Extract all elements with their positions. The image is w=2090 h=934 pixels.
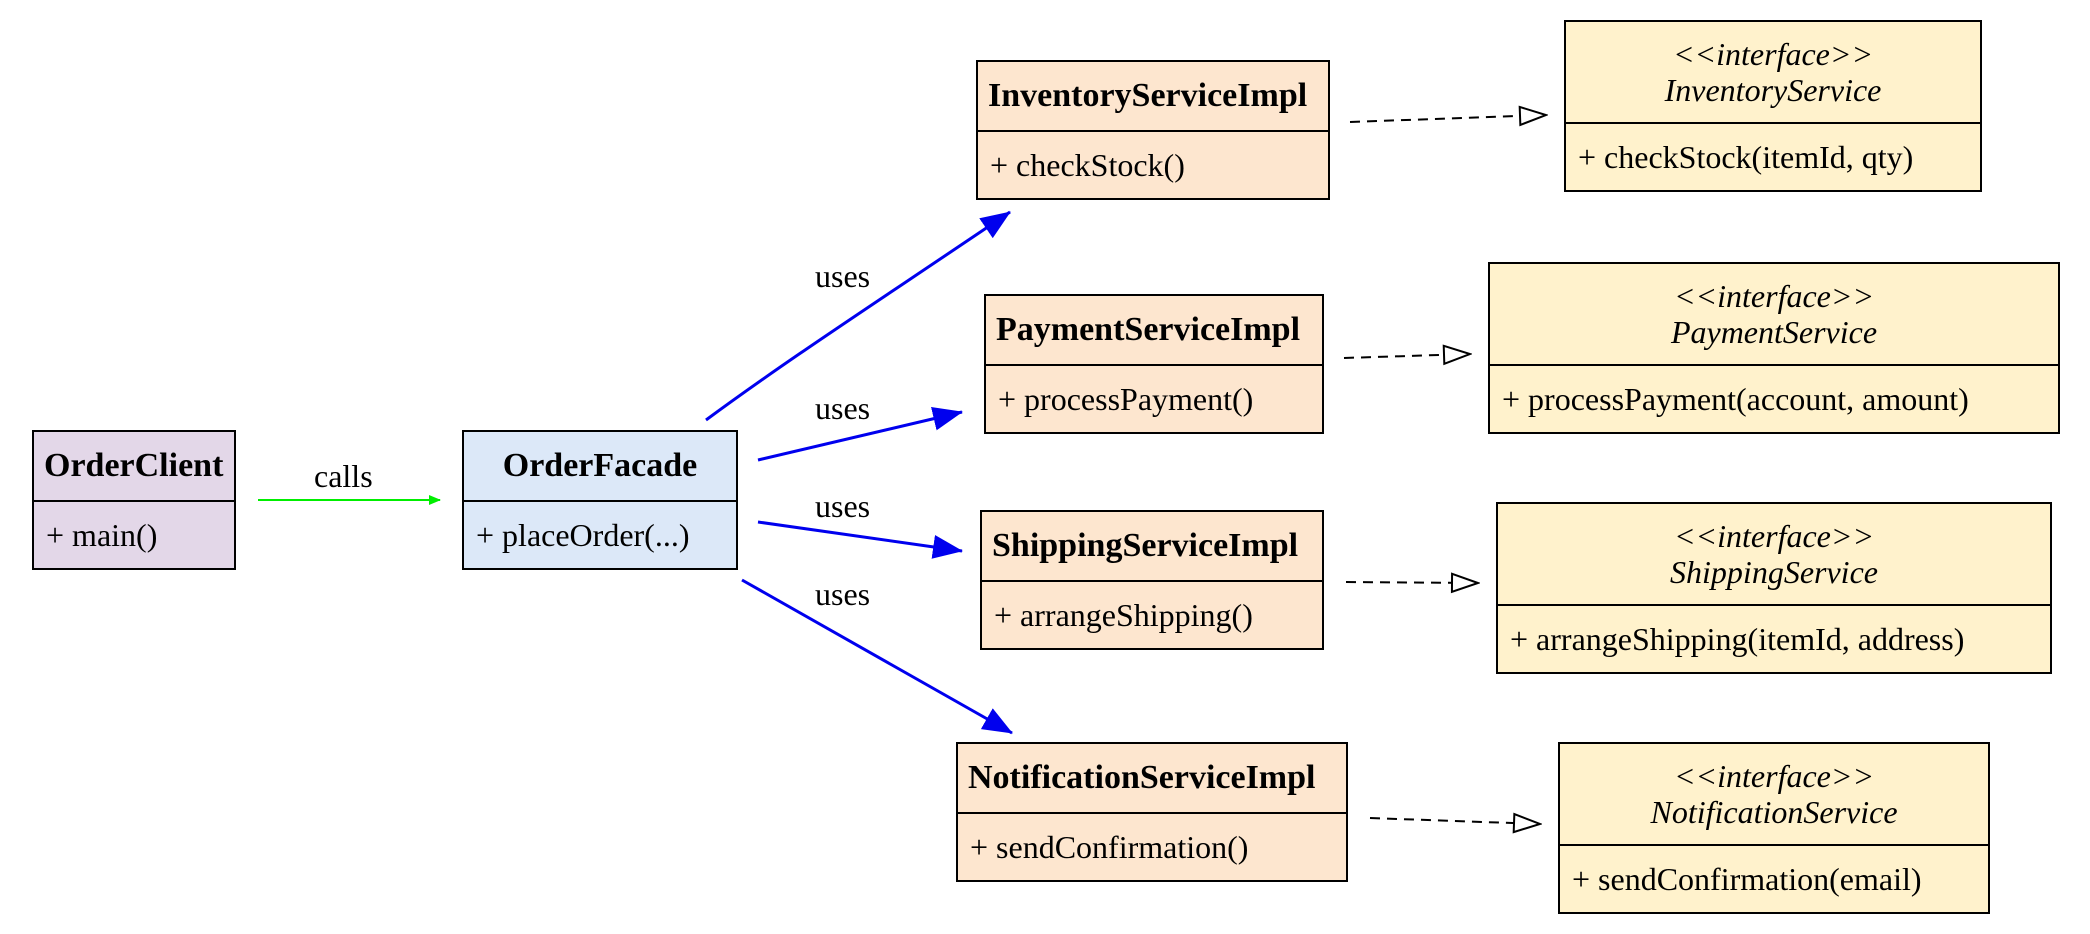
class-inventory-service-impl[interactable]: InventoryServiceImpl + checkStock(): [976, 60, 1330, 200]
interface-name: NotificationService: [1650, 794, 1898, 830]
interface-method: + arrangeShipping(itemId, address): [1510, 620, 1965, 657]
interface-method: + sendConfirmation(email): [1572, 860, 1922, 897]
class-payment-service-impl[interactable]: PaymentServiceImpl + processPayment(): [984, 294, 1324, 434]
class-order-facade[interactable]: OrderFacade + placeOrder(...): [462, 430, 738, 570]
interface-name: InventoryService: [1664, 72, 1882, 108]
interface-stereotype: <<interface>>: [1673, 518, 1875, 554]
interface-name: PaymentService: [1670, 314, 1878, 350]
uses-payment-label: uses: [815, 390, 871, 426]
realizes-inventory-edge: [1349, 115, 1546, 122]
interface-name: ShippingService: [1670, 554, 1878, 590]
class-name: ShippingServiceImpl: [992, 527, 1299, 564]
uses-payment-edge: [757, 406, 963, 462]
interface-notification-service[interactable]: <<interface>> NotificationService + send…: [1558, 742, 1990, 914]
class-method: + main(): [46, 516, 158, 553]
interface-stereotype: <<interface>>: [1673, 758, 1875, 794]
realizes-notification-edge: [1369, 818, 1540, 824]
interface-method: + checkStock(itemId, qty): [1578, 138, 1914, 175]
class-shipping-service-impl[interactable]: ShippingServiceImpl + arrangeShipping(): [980, 510, 1324, 650]
class-order-client[interactable]: OrderClient + main(): [32, 430, 236, 570]
calls-label: calls: [314, 458, 373, 494]
realizes-shipping-edge: [1345, 582, 1478, 583]
class-name: OrderFacade: [502, 447, 698, 484]
uses-shipping-label: uses: [815, 488, 871, 524]
uses-inventory-label: uses: [815, 258, 871, 294]
interface-shipping-service[interactable]: <<interface>> ShippingService + arrangeS…: [1496, 502, 2052, 674]
interface-method: + processPayment(account, amount): [1502, 380, 1969, 417]
interface-stereotype: <<interface>>: [1672, 36, 1874, 72]
class-name: InventoryServiceImpl: [988, 77, 1308, 114]
class-method: + processPayment(): [998, 380, 1254, 417]
class-name: OrderClient: [44, 447, 224, 484]
uses-notification-label: uses: [815, 576, 871, 612]
realizes-payment-edge: [1343, 354, 1470, 358]
interface-inventory-service[interactable]: <<interface>> InventoryService + checkSt…: [1564, 20, 1982, 192]
class-method: + checkStock(): [990, 146, 1185, 183]
class-name: PaymentServiceImpl: [996, 311, 1301, 348]
class-notification-service-impl[interactable]: NotificationServiceImpl + sendConfirmati…: [956, 742, 1348, 882]
uses-shipping-edge: [757, 520, 963, 559]
interface-payment-service[interactable]: <<interface>> PaymentService + processPa…: [1488, 262, 2060, 434]
interface-stereotype: <<interface>>: [1673, 278, 1875, 314]
class-method: + placeOrder(...): [476, 516, 690, 553]
class-method: + arrangeShipping(): [994, 596, 1253, 633]
class-method: + sendConfirmation(): [970, 828, 1249, 865]
uses-inventory-edge: [705, 210, 1011, 422]
uses-notification-edge: [741, 578, 1013, 735]
class-name: NotificationServiceImpl: [968, 759, 1316, 796]
